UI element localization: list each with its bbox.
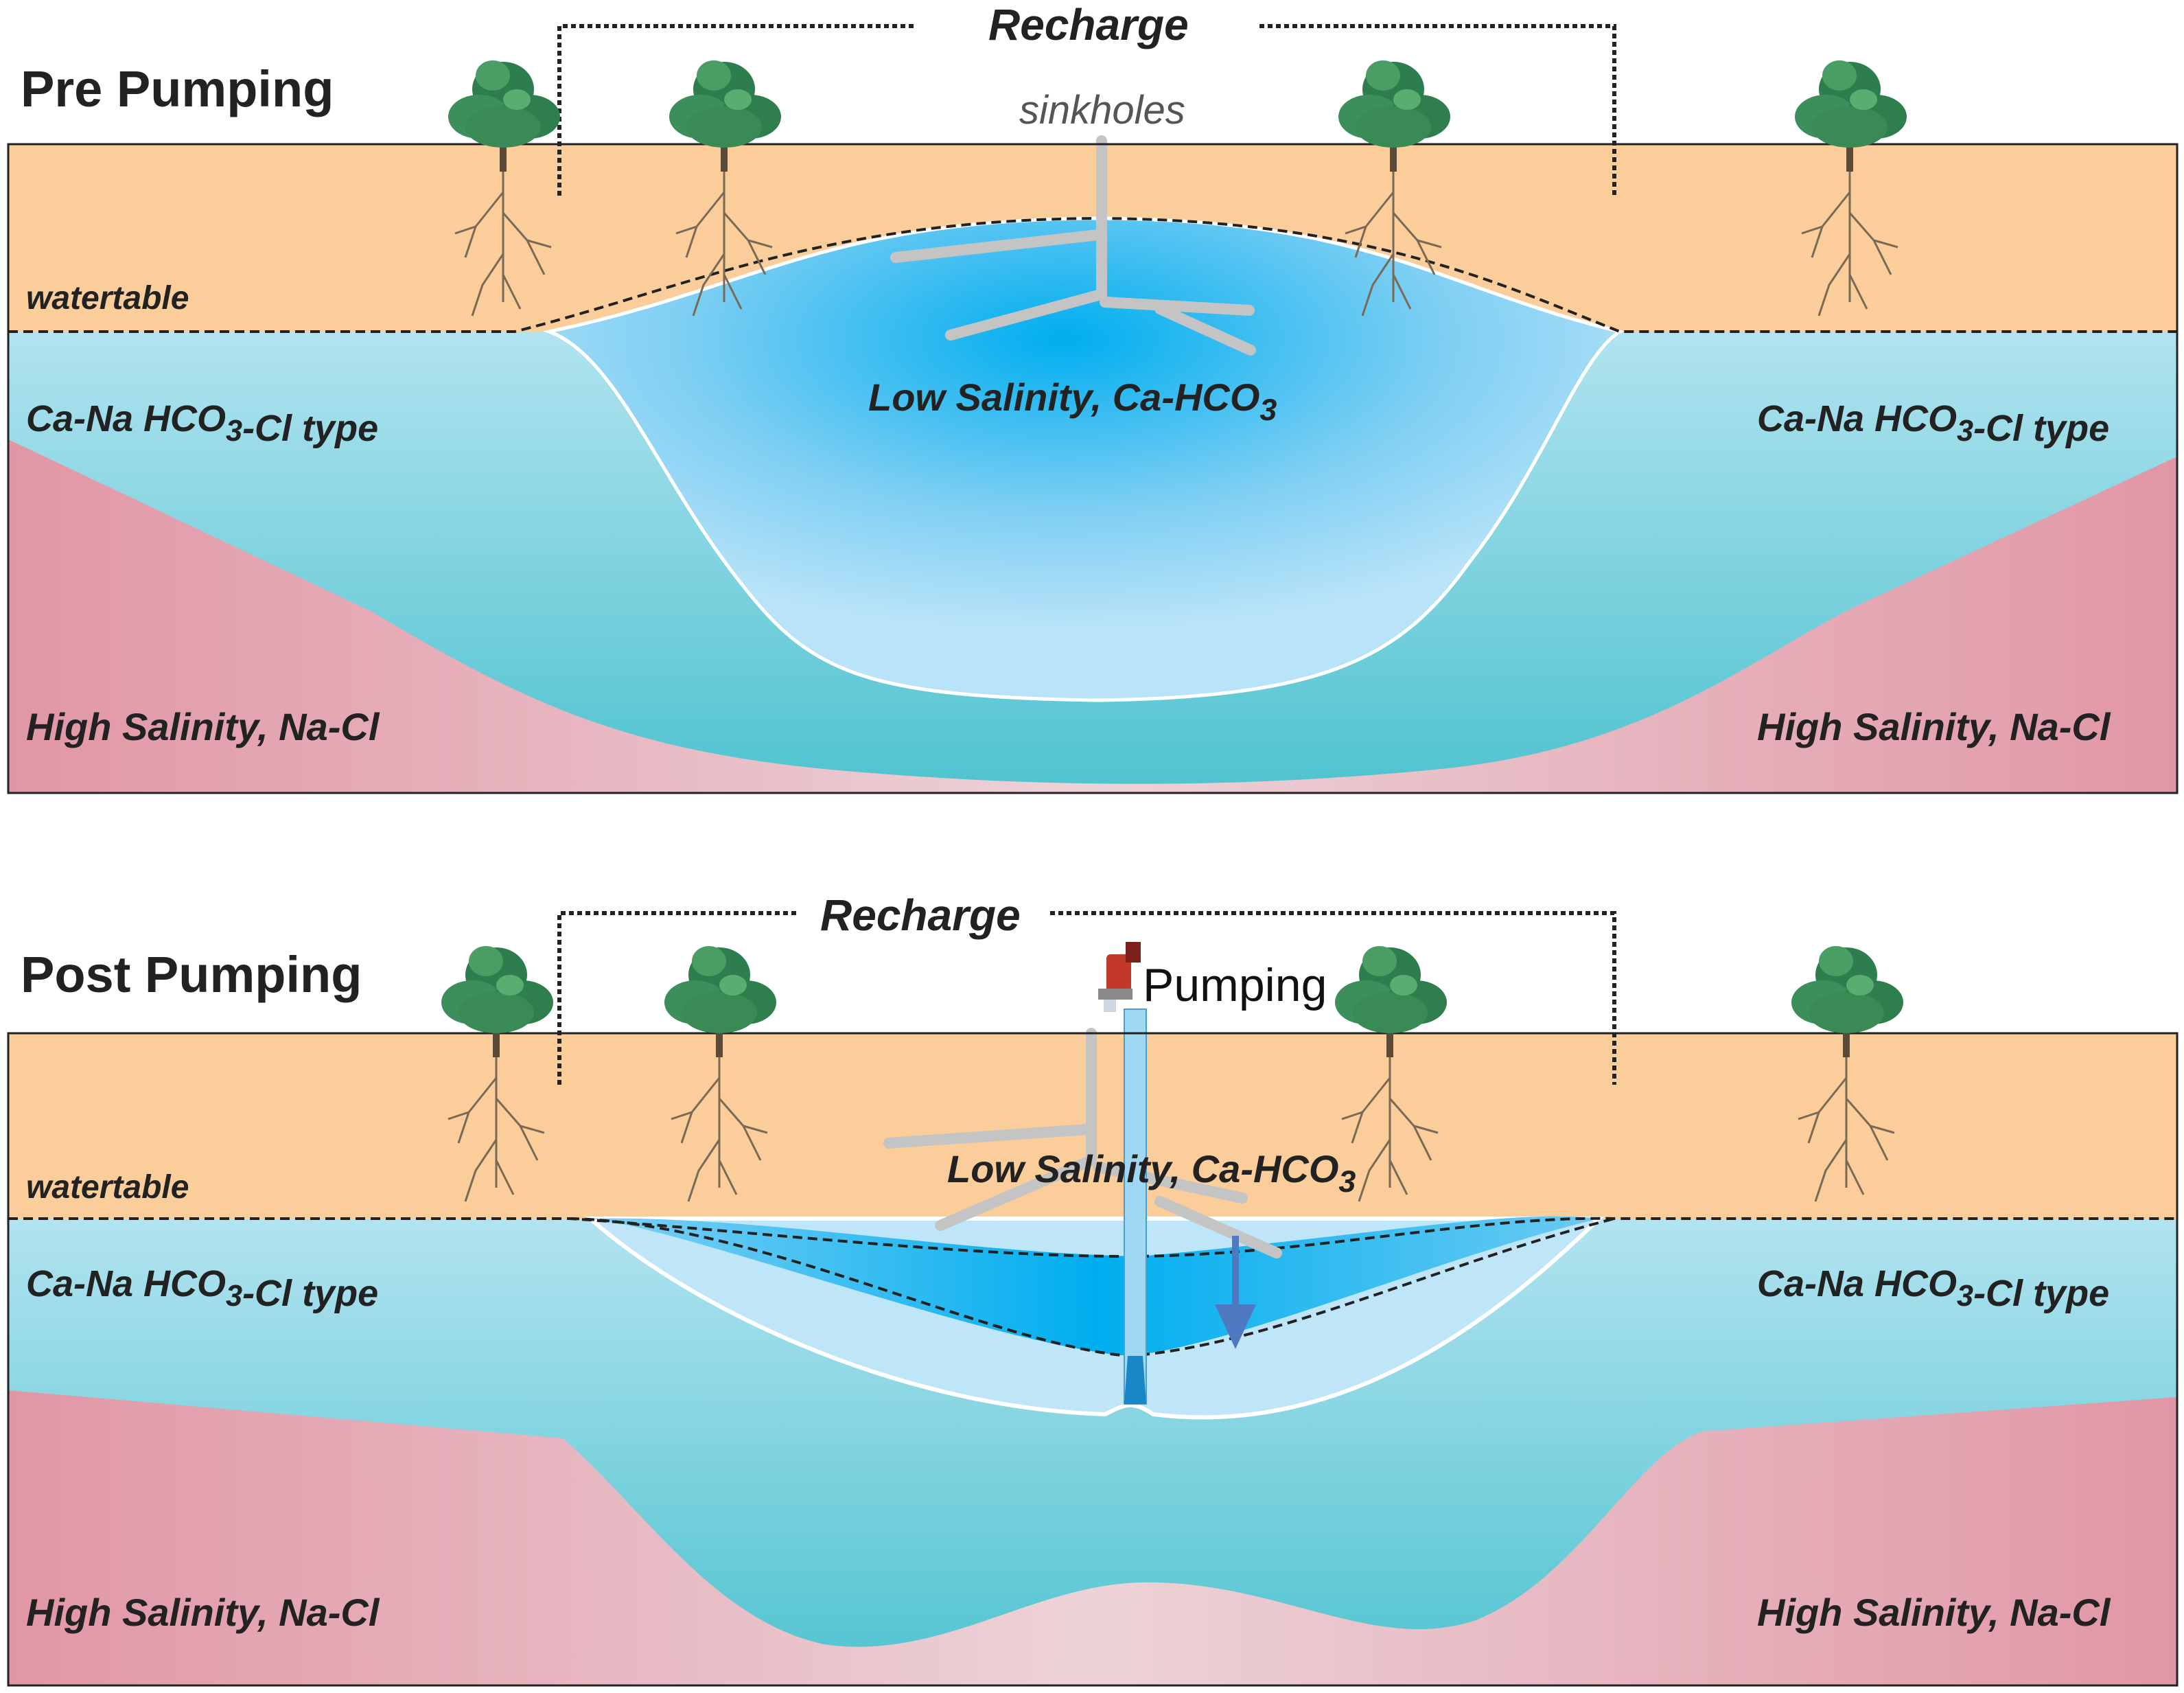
fresh-water-label: Low Salinity, Ca-HCO3 [947,1147,1356,1199]
pump-icon [1098,942,1141,1012]
sinkhole-conduits [890,135,1256,356]
post-pumping-panel: Post Pumping Recharge Pumping watertable… [7,890,2179,1687]
pre-pumping-panel: Pre Pumping Recharge sinkholes watertabl… [7,0,2179,794]
saline-label-left: High Salinity, Na-Cl [26,1591,380,1634]
mixed-type-label-left: Ca-Na HCO3-Cl type [26,1263,378,1314]
recharge-label: Recharge [988,0,1189,49]
pre-pumping-title: Pre Pumping [21,60,334,117]
recharge-label: Recharge [820,890,1021,940]
sinkhole-conduits [883,1028,1282,1258]
saline-zone [8,439,2177,793]
recharge-bracket [557,911,1616,1085]
mixed-type-label-right: Ca-Na HCO3-Cl type [1757,398,2109,449]
sinkholes-label: sinkholes [1019,88,1185,133]
post-pumping-title: Post Pumping [21,946,362,1003]
mixed-type-label-right: Ca-Na HCO3-Cl type [1757,1263,2109,1314]
saline-label-left: High Salinity, Na-Cl [26,705,380,748]
saline-zone [8,1390,2177,1685]
mixed-type-label-left: Ca-Na HCO3-Cl type [26,398,378,449]
saline-label-right: High Salinity, Na-Cl [1757,1591,2111,1634]
drawdown-cone [590,1216,1599,1356]
watertable-label: watertable [26,1169,189,1206]
pumping-well [1124,1009,1147,1405]
down-arrow-icon [1215,1236,1256,1349]
saline-label-right: High Salinity, Na-Cl [1757,705,2111,748]
pumping-label: Pumping [1143,959,1327,1011]
fresh-water-label: Low Salinity, Ca-HCO3 [868,376,1277,427]
recharge-bracket [557,24,1616,196]
watertable-label: watertable [26,280,189,316]
